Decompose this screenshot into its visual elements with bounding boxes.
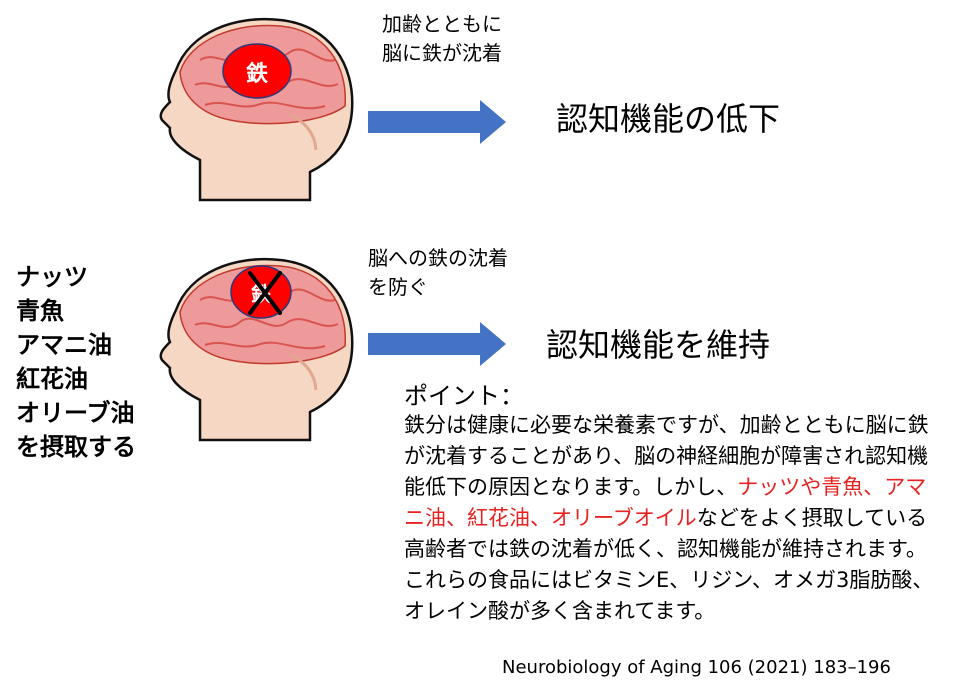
- food-list: ナッツ 青魚 アマニ油 紅花油 オリーブ油 を摂取する: [16, 260, 136, 464]
- food-item: 青魚: [16, 297, 64, 325]
- bottom-note: 脳への鉄の沈着 を防ぐ: [368, 244, 508, 302]
- iron-badge-top-label: 鉄: [245, 62, 268, 87]
- iron-badge-top: [222, 43, 292, 99]
- food-item: アマニ油: [16, 331, 112, 359]
- arrow-bottom: [368, 322, 506, 366]
- top-note-line2: 脳に鉄が沈着: [382, 41, 502, 65]
- head-illustration-top: [159, 17, 354, 202]
- iron-badge-bottom-label: 鉄: [251, 282, 271, 306]
- bottom-note-line2: を防ぐ: [368, 275, 428, 299]
- point-text-1: 鉄分は健康に必要な栄養素ですが、加齢とともに脳に鉄が沈着することがあり、脳の神経…: [404, 413, 929, 499]
- food-item: を摂取する: [16, 433, 136, 461]
- point-text-3: などをよく摂取している高齢者では鉄の沈着が低く、認知機能が維持されます。これらの…: [404, 506, 934, 623]
- arrow-top: [368, 100, 506, 144]
- result-decline: 認知機能の低下: [556, 100, 781, 138]
- point-title: ポイント：: [404, 382, 524, 410]
- citation: Neurobiology of Aging 106 (2021) 183–196: [502, 657, 891, 678]
- food-item: ナッツ: [16, 263, 88, 291]
- result-maintain: 認知機能を維持: [546, 326, 771, 364]
- cross-mark-icon: [248, 271, 282, 315]
- top-note: 加齢とともに 脳に鉄が沈着: [382, 10, 502, 68]
- top-note-line1: 加齢とともに: [382, 12, 502, 36]
- food-item: オリーブ油: [16, 399, 135, 427]
- food-item: 紅花油: [16, 365, 88, 393]
- point-text-highlight: ナッツや青魚、アマニ油、紅花油、オリーブオイル: [404, 475, 927, 530]
- bottom-note-line1: 脳への鉄の沈着: [368, 246, 508, 270]
- point-body: 鉄分は健康に必要な栄養素ですが、加齢とともに脳に鉄が沈着することがあり、脳の神経…: [404, 410, 934, 627]
